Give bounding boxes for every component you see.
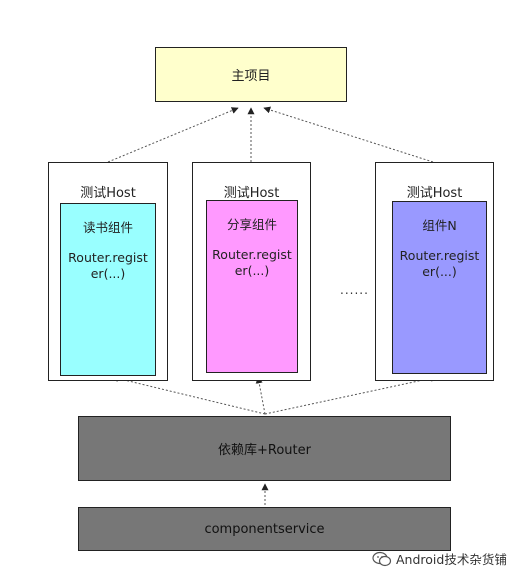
component-code-share: Router.register(...) <box>212 247 292 278</box>
component-box-reading: 读书组件 Router.register(...) <box>60 203 156 376</box>
dependency-router-label: 依赖库+Router <box>218 443 311 458</box>
wechat-logo-icon <box>372 551 392 566</box>
main-project-box: 主项目 <box>155 47 347 102</box>
component-name-share: 分享组件 <box>226 217 277 232</box>
dep-to-host2-arrow <box>255 376 266 415</box>
host1-to-main-arrow <box>107 107 239 163</box>
host-box-1: 测试Host 读书组件 Router.register(...) <box>48 162 168 381</box>
component-code-reading: Router.register(...) <box>68 250 148 281</box>
ellipsis-more-components: ...... <box>340 283 369 297</box>
host3-to-main-arrow <box>263 106 434 163</box>
component-code-n: Router.register(...) <box>399 248 480 279</box>
host-box-3: 测试Host 组件N Router.register(...) <box>375 162 494 381</box>
component-name-n: 组件N <box>422 218 457 233</box>
component-name-reading: 读书组件 <box>82 220 133 235</box>
dependency-router-box: 依赖库+Router <box>78 416 451 481</box>
component-box-n: 组件N Router.register(...) <box>392 201 487 374</box>
host-box-2: 测试Host 分享组件 Router.register(...) <box>192 162 311 381</box>
component-box-share: 分享组件 Router.register(...) <box>206 200 298 373</box>
componentservice-label: componentservice <box>204 521 325 537</box>
main-project-label: 主项目 <box>231 69 271 84</box>
host-title-3: 测试Host <box>406 186 463 201</box>
componentservice-box: componentservice <box>78 507 451 551</box>
watermark-text: Android技术杂货铺 <box>396 552 507 567</box>
watermark: Android技术杂货铺 <box>372 549 507 568</box>
host-title-2: 测试Host <box>223 186 280 201</box>
dep-to-host3-arrow <box>264 374 438 415</box>
dep-to-host1-arrow <box>111 375 266 415</box>
host-title-1: 测试Host <box>80 186 136 201</box>
